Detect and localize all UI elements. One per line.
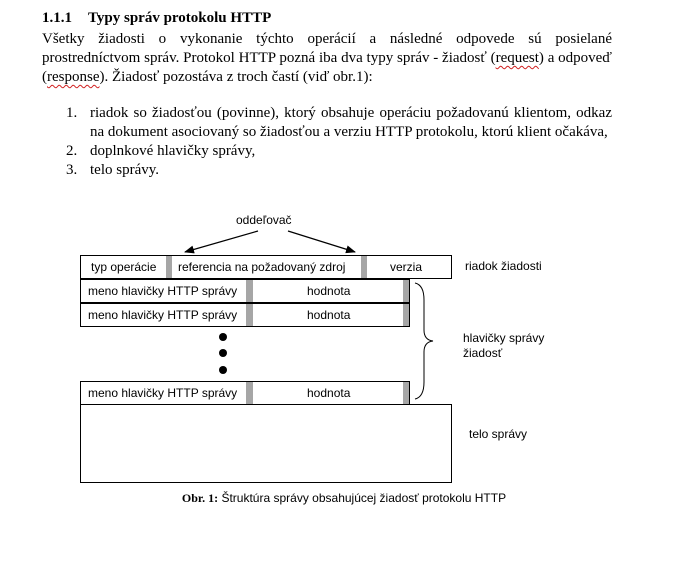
header-name-cell: meno hlavičky HTTP správy <box>88 386 238 400</box>
header-row-separator <box>403 304 409 326</box>
list-item: 2. doplnkové hlavičky správy, <box>66 142 612 161</box>
arrow-right <box>287 230 356 254</box>
header-row-separator <box>403 382 409 404</box>
header-row-separator <box>246 304 253 326</box>
headers-brace <box>414 282 434 400</box>
request-operation-cell: typ operácie <box>91 260 157 274</box>
headers-label: hlavičky správy žiadosť <box>463 331 544 361</box>
separator-label: oddeľovač <box>236 213 292 227</box>
list-item-number: 1. <box>66 105 78 121</box>
header-value-cell: hodnota <box>307 308 351 322</box>
header-row-separator <box>403 280 409 302</box>
request-line-separator <box>361 256 367 278</box>
list-item-text: riadok so žiadosťou (povinne), ktorý obs… <box>90 105 612 140</box>
body-label: telo správy <box>469 427 528 441</box>
ellipsis-dot <box>219 349 227 357</box>
section-title: Typy správ protokolu HTTP <box>88 10 272 26</box>
header-row <box>80 303 410 327</box>
list-item-number: 2. <box>66 143 78 159</box>
header-row-separator <box>246 280 253 302</box>
list-item: 3. telo správy. <box>66 161 612 180</box>
figure-caption: Obr. 1: Štruktúra správy obsahujúcej žia… <box>0 491 688 506</box>
header-value-cell: hodnota <box>307 284 351 298</box>
headers-label-line-2: žiadosť <box>463 346 503 360</box>
header-name-cell: meno hlavičky HTTP správy <box>88 308 238 322</box>
ellipsis-dot <box>219 333 227 341</box>
header-row <box>80 279 410 303</box>
list-item-number: 3. <box>66 162 78 178</box>
paragraph-text-3: ). Žiadosť pozostáva z troch častí (viď … <box>99 69 373 85</box>
section-number: 1.1.1 <box>42 10 72 26</box>
section-heading: 1.1.1 Typy správ protokolu HTTP <box>42 10 271 27</box>
caption-text: Štruktúra správy obsahujúcej žiadosť pro… <box>221 491 507 505</box>
request-line-row <box>80 255 452 279</box>
intro-paragraph: Všetky žiadosti o vykonanie týchto operá… <box>42 30 612 87</box>
list-item: 1. riadok so žiadosťou (povinne), ktorý … <box>66 104 612 142</box>
request-reference-cell: referencia na požadovaný zdroj <box>178 260 346 274</box>
headers-label-line-1: hlavičky správy <box>463 331 545 345</box>
paragraph-text-1: Všetky žiadosti o vykonanie týchto operá… <box>42 31 612 66</box>
arrow-left <box>184 230 259 254</box>
header-name-cell: meno hlavičky HTTP správy <box>88 284 238 298</box>
paragraph-text-2: ) a odpoveď ( <box>42 50 612 85</box>
ellipsis-dot <box>219 366 227 374</box>
spellcheck-word-request: request <box>495 50 539 66</box>
numbered-list: 1. riadok so žiadosťou (povinne), ktorý … <box>66 104 612 180</box>
request-line-label: riadok žiadosti <box>465 259 542 273</box>
header-row-separator <box>246 382 253 404</box>
header-value-cell: hodnota <box>307 386 351 400</box>
request-line-separator <box>166 256 172 278</box>
request-version-cell: verzia <box>390 260 423 274</box>
spellcheck-word-response: response <box>47 69 100 85</box>
caption-prefix: Obr. 1: <box>181 491 219 505</box>
list-item-text: doplnkové hlavičky správy, <box>90 143 256 159</box>
list-item-text: telo správy. <box>90 162 160 178</box>
message-body-box <box>80 404 452 483</box>
